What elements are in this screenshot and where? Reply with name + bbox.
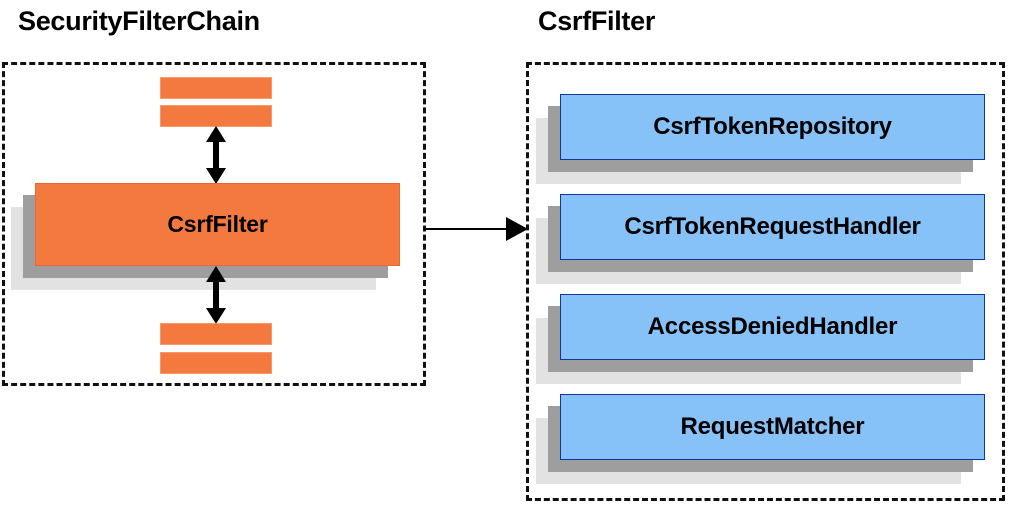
collaborator-card-face: AccessDeniedHandler — [560, 294, 985, 360]
collaborator-card-access-denied-handler[interactable]: AccessDeniedHandler — [536, 294, 985, 384]
collaborator-card-label: AccessDeniedHandler — [647, 313, 898, 340]
collaborator-card-label: CsrfTokenRepository — [653, 113, 892, 140]
collaborator-card-label: RequestMatcher — [680, 413, 865, 440]
security-filter-chain-group — [2, 62, 426, 386]
collaborator-card-csrf-token-request-handler[interactable]: CsrfTokenRequestHandler — [536, 194, 985, 284]
filter-stub-bar-lower-2 — [160, 352, 272, 374]
collaborator-card-face: CsrfTokenRequestHandler — [560, 194, 985, 260]
filter-stub-bar-upper-1 — [160, 77, 272, 99]
collaborator-card-csrf-token-repository[interactable]: CsrfTokenRepository — [536, 94, 985, 184]
filter-stub-bar-upper-2 — [160, 105, 272, 127]
page-title-security-filter-chain: SecurityFilterChain — [18, 6, 260, 36]
csrf-filter-card-label: CsrfFilter — [167, 211, 268, 237]
csrf-filter-card-face: CsrfFilter — [35, 183, 400, 266]
filter-stub-bar-lower-1 — [160, 323, 272, 345]
collaborator-card-face: CsrfTokenRepository — [560, 94, 985, 160]
double-arrow-up-icon — [206, 126, 226, 184]
collaborator-card-request-matcher[interactable]: RequestMatcher — [536, 394, 985, 484]
connector-arrow-right-icon — [424, 217, 528, 241]
collaborator-card-face: RequestMatcher — [560, 394, 985, 460]
page-title-csrf-filter: CsrfFilter — [538, 6, 656, 36]
double-arrow-down-icon — [206, 266, 226, 324]
csrf-filter-card[interactable]: CsrfFilter — [11, 183, 400, 290]
collaborator-card-label: CsrfTokenRequestHandler — [624, 213, 921, 240]
csrf-filter-collaborators-group — [526, 62, 1005, 501]
